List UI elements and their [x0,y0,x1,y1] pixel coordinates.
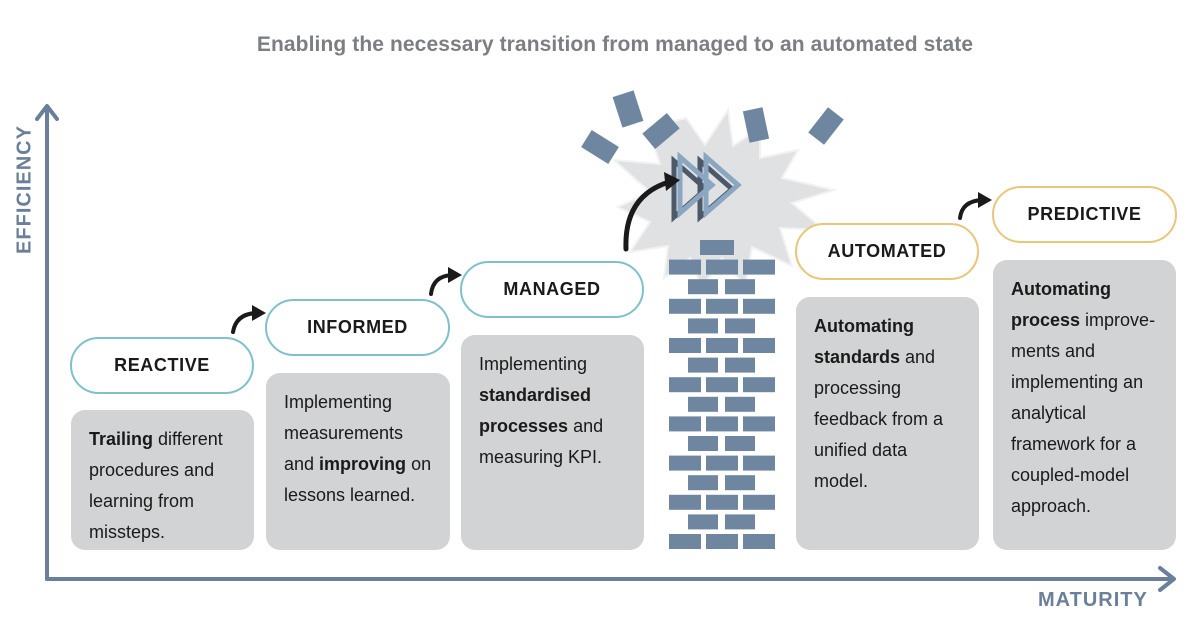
stage-pill-informed: INFORMED [265,299,450,356]
wall-brick [669,377,701,393]
wall-brick [669,259,701,275]
flying-brick [612,90,644,128]
wall-brick [688,318,718,334]
y-axis-label: EFFICIENCY [13,125,36,254]
arrowhead-icon [978,192,992,208]
stage-pill-automated: AUTOMATED [795,223,979,280]
explosion-burst-icon [581,90,844,291]
stage-card-reactive: Trailing different procedures and learni… [71,410,254,550]
wall-brick [688,514,718,530]
stage-label: REACTIVE [114,355,210,375]
stage-pill-predictive: PREDICTIVE [992,186,1177,243]
wall-brick [743,416,775,432]
wall-brick [743,455,775,471]
wall-brick [669,298,701,314]
wall-brick [688,475,718,491]
x-axis-label: MATURITY [1038,589,1148,611]
wall-brick [725,475,755,491]
curved-arrow-icon [623,179,672,252]
axes [35,104,1176,592]
flying-bricks [581,90,844,164]
wall-brick [700,240,734,255]
wall-brick [688,279,718,295]
wall-brick [706,494,738,510]
stage-card-informed: Implementing measurements and improving … [266,373,450,550]
flying-brick [581,130,619,164]
stage-label: AUTOMATED [827,241,947,261]
wall-brick [743,298,775,314]
stage-card-managed: Implementing standardised processes and … [461,335,644,550]
wall-brick [725,318,755,334]
stage-label: MANAGED [503,279,601,299]
wall-brick [725,436,755,451]
wall-brick [688,357,718,373]
flying-brick [742,107,770,143]
brick-wall-icon [669,240,775,549]
step-arrowheads [252,172,992,321]
flying-brick [808,107,844,145]
flying-brick [642,113,680,149]
y-axis-arrowhead-icon [35,104,59,121]
arrowhead-icon [448,267,462,283]
wall-brick [706,259,738,275]
stage-pill-reactive: REACTIVE [70,337,254,394]
stage-pill-managed: MANAGED [460,261,644,318]
wall-brick [669,534,701,549]
wall-brick [669,455,701,471]
wall-brick [706,534,738,549]
wall-brick [743,534,775,549]
wall-brick [669,416,701,432]
stage-label: PREDICTIVE [1027,204,1142,224]
wall-brick [725,514,755,530]
wall-brick [706,338,738,353]
wall-brick [706,416,738,432]
x-axis-arrowhead-icon [1158,566,1176,592]
wall-brick [743,259,775,275]
wall-brick [706,455,738,471]
wall-brick [725,396,755,412]
wall-brick [706,377,738,393]
arrowhead-icon [252,305,266,321]
diagram-title: Enabling the necessary transition from m… [256,33,974,56]
wall-brick [688,396,718,412]
wall-brick [725,357,755,373]
stage-card-predictive: Automating process improve-ments and imp… [993,260,1176,550]
wall-brick [743,377,775,393]
stage-label: INFORMED [307,317,408,337]
fast-forward-icon [671,151,742,223]
wall-brick [725,279,755,295]
wall-brick [743,494,775,510]
wall-brick [688,436,718,451]
wall-brick [706,298,738,314]
wall-brick [669,338,701,353]
stage-card-automated: Automating standards and processing feed… [796,297,979,550]
wall-brick [669,494,701,510]
arrowhead-icon [664,172,680,191]
wall-brick [743,338,775,353]
